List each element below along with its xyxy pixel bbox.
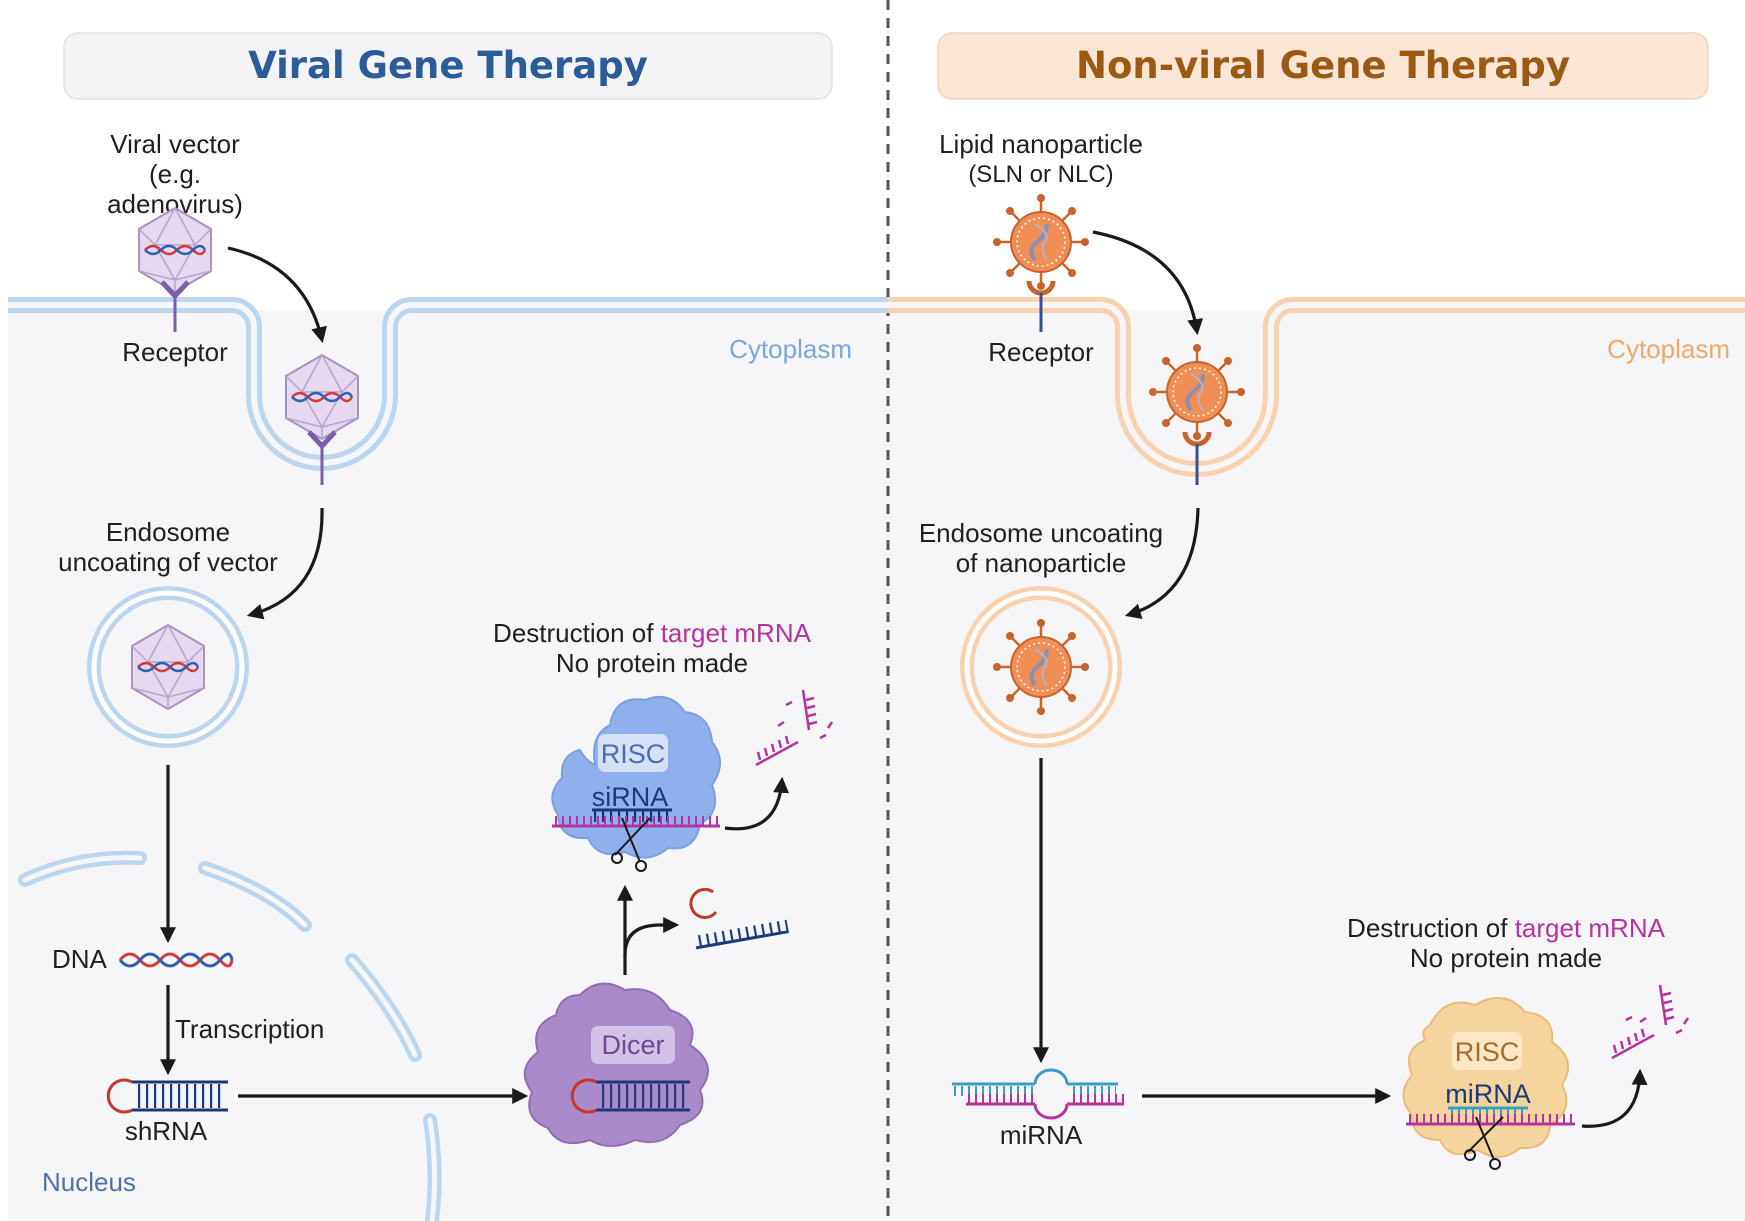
viral-cytoplasm-area bbox=[8, 310, 888, 1221]
scissors-icon-viral bbox=[611, 817, 651, 872]
adenovirus-icon bbox=[137, 206, 213, 294]
risc-nonviral-tag-box bbox=[1452, 1032, 1522, 1070]
receptor-in-pit-icon bbox=[307, 430, 337, 485]
dicer-shrna-icon bbox=[570, 1078, 690, 1114]
nuclear-envelope bbox=[18, 850, 442, 1221]
destruction-label-nonviral: Destruction of target mRNA bbox=[1347, 913, 1666, 943]
viral-endosome-label: Endosome uncoating of vector bbox=[58, 517, 278, 577]
risc-nonviral-label: RISC bbox=[1455, 1037, 1520, 1067]
nonviral-receptor-label: Receptor bbox=[988, 337, 1094, 367]
scissors-icon-nonviral bbox=[1464, 1116, 1504, 1170]
svg-text:Endosome: Endosome bbox=[106, 517, 230, 547]
nucleus-label: Nucleus bbox=[42, 1167, 136, 1197]
svg-text:(SLN or NLC): (SLN or NLC) bbox=[968, 161, 1113, 188]
svg-text:Lipid nanoparticle: Lipid nanoparticle bbox=[939, 129, 1143, 159]
viral-vector-label: Viral vector (e.g. adenovirus) bbox=[107, 129, 243, 219]
no-protein-label-nonviral: No protein made bbox=[1410, 943, 1602, 973]
svg-text:(e.g.: (e.g. bbox=[149, 159, 201, 189]
viral-cytoplasm-label: Cytoplasm bbox=[729, 334, 852, 364]
destruction-label-viral: Destruction of target mRNA bbox=[493, 618, 812, 648]
lnp-label: Lipid nanoparticle (SLN or NLC) bbox=[939, 129, 1143, 188]
svg-text:uncoating of vector: uncoating of vector bbox=[58, 547, 278, 577]
viral-receptor-label: Receptor bbox=[122, 337, 228, 367]
nonviral-receptor-in-pit-icon bbox=[1182, 431, 1212, 485]
mirna-target-duplex-icon bbox=[1406, 1106, 1575, 1126]
viral-title-box bbox=[63, 32, 833, 100]
mirna-duplex-icon bbox=[952, 1068, 1124, 1120]
nonviral-cytoplasm-label: Cytoplasm bbox=[1607, 334, 1730, 364]
shrna-label: shRNA bbox=[125, 1116, 208, 1146]
shrna-icon bbox=[106, 1078, 228, 1114]
nonviral-receptor-icon bbox=[1026, 280, 1056, 332]
sirna-label: siRNA bbox=[592, 782, 669, 812]
dicer-label: Dicer bbox=[601, 1030, 664, 1060]
dna-icon bbox=[118, 952, 234, 968]
svg-text:Endosome uncoating: Endosome uncoating bbox=[919, 518, 1163, 548]
lipid-nanoparticle-icon bbox=[991, 192, 1091, 292]
viral-title: Viral Gene Therapy bbox=[248, 44, 648, 87]
nonviral-cytoplasm-area bbox=[888, 310, 1745, 1221]
risc-viral-tag-box bbox=[598, 734, 668, 772]
arrow-degradation-nonviral bbox=[1581, 1068, 1648, 1128]
arrow-to-endosome-nonviral bbox=[1124, 507, 1200, 620]
transcription-label: Transcription bbox=[175, 1014, 324, 1044]
no-protein-label-viral: No protein made bbox=[556, 648, 748, 678]
mirna-in-risc-label: miRNA bbox=[1445, 1079, 1531, 1109]
endosome-lnp-icon bbox=[991, 617, 1091, 717]
receptor-icon bbox=[160, 280, 190, 332]
nonviral-title-box bbox=[937, 32, 1709, 100]
degraded-mrna-fragments-viral bbox=[755, 689, 834, 767]
degraded-mrna-fragments-nonviral bbox=[1611, 984, 1690, 1060]
lnp-in-endocytic-pit-icon bbox=[1147, 342, 1247, 442]
arrow-degradation-viral bbox=[724, 776, 790, 831]
dicer-tag-box bbox=[591, 1026, 675, 1064]
dna-label: DNA bbox=[52, 944, 108, 974]
cleaved-loop-icon bbox=[689, 887, 718, 919]
svg-text:of nanoparticle: of nanoparticle bbox=[956, 548, 1127, 578]
svg-text:Viral vector: Viral vector bbox=[110, 129, 240, 159]
mirna-label: miRNA bbox=[1000, 1120, 1083, 1150]
cleaved-sirna-icon bbox=[694, 919, 789, 950]
arrow-entry-viral bbox=[227, 246, 327, 344]
nonviral-title: Non-viral Gene Therapy bbox=[1076, 44, 1570, 87]
nonviral-endosome-label: Endosome uncoating of nanoparticle bbox=[919, 518, 1163, 578]
arrow-to-endosome-viral bbox=[246, 507, 324, 620]
arrow-entry-nonviral bbox=[1092, 230, 1204, 336]
risc-viral-label: RISC bbox=[601, 739, 666, 769]
sirna-target-duplex-icon bbox=[552, 808, 720, 828]
